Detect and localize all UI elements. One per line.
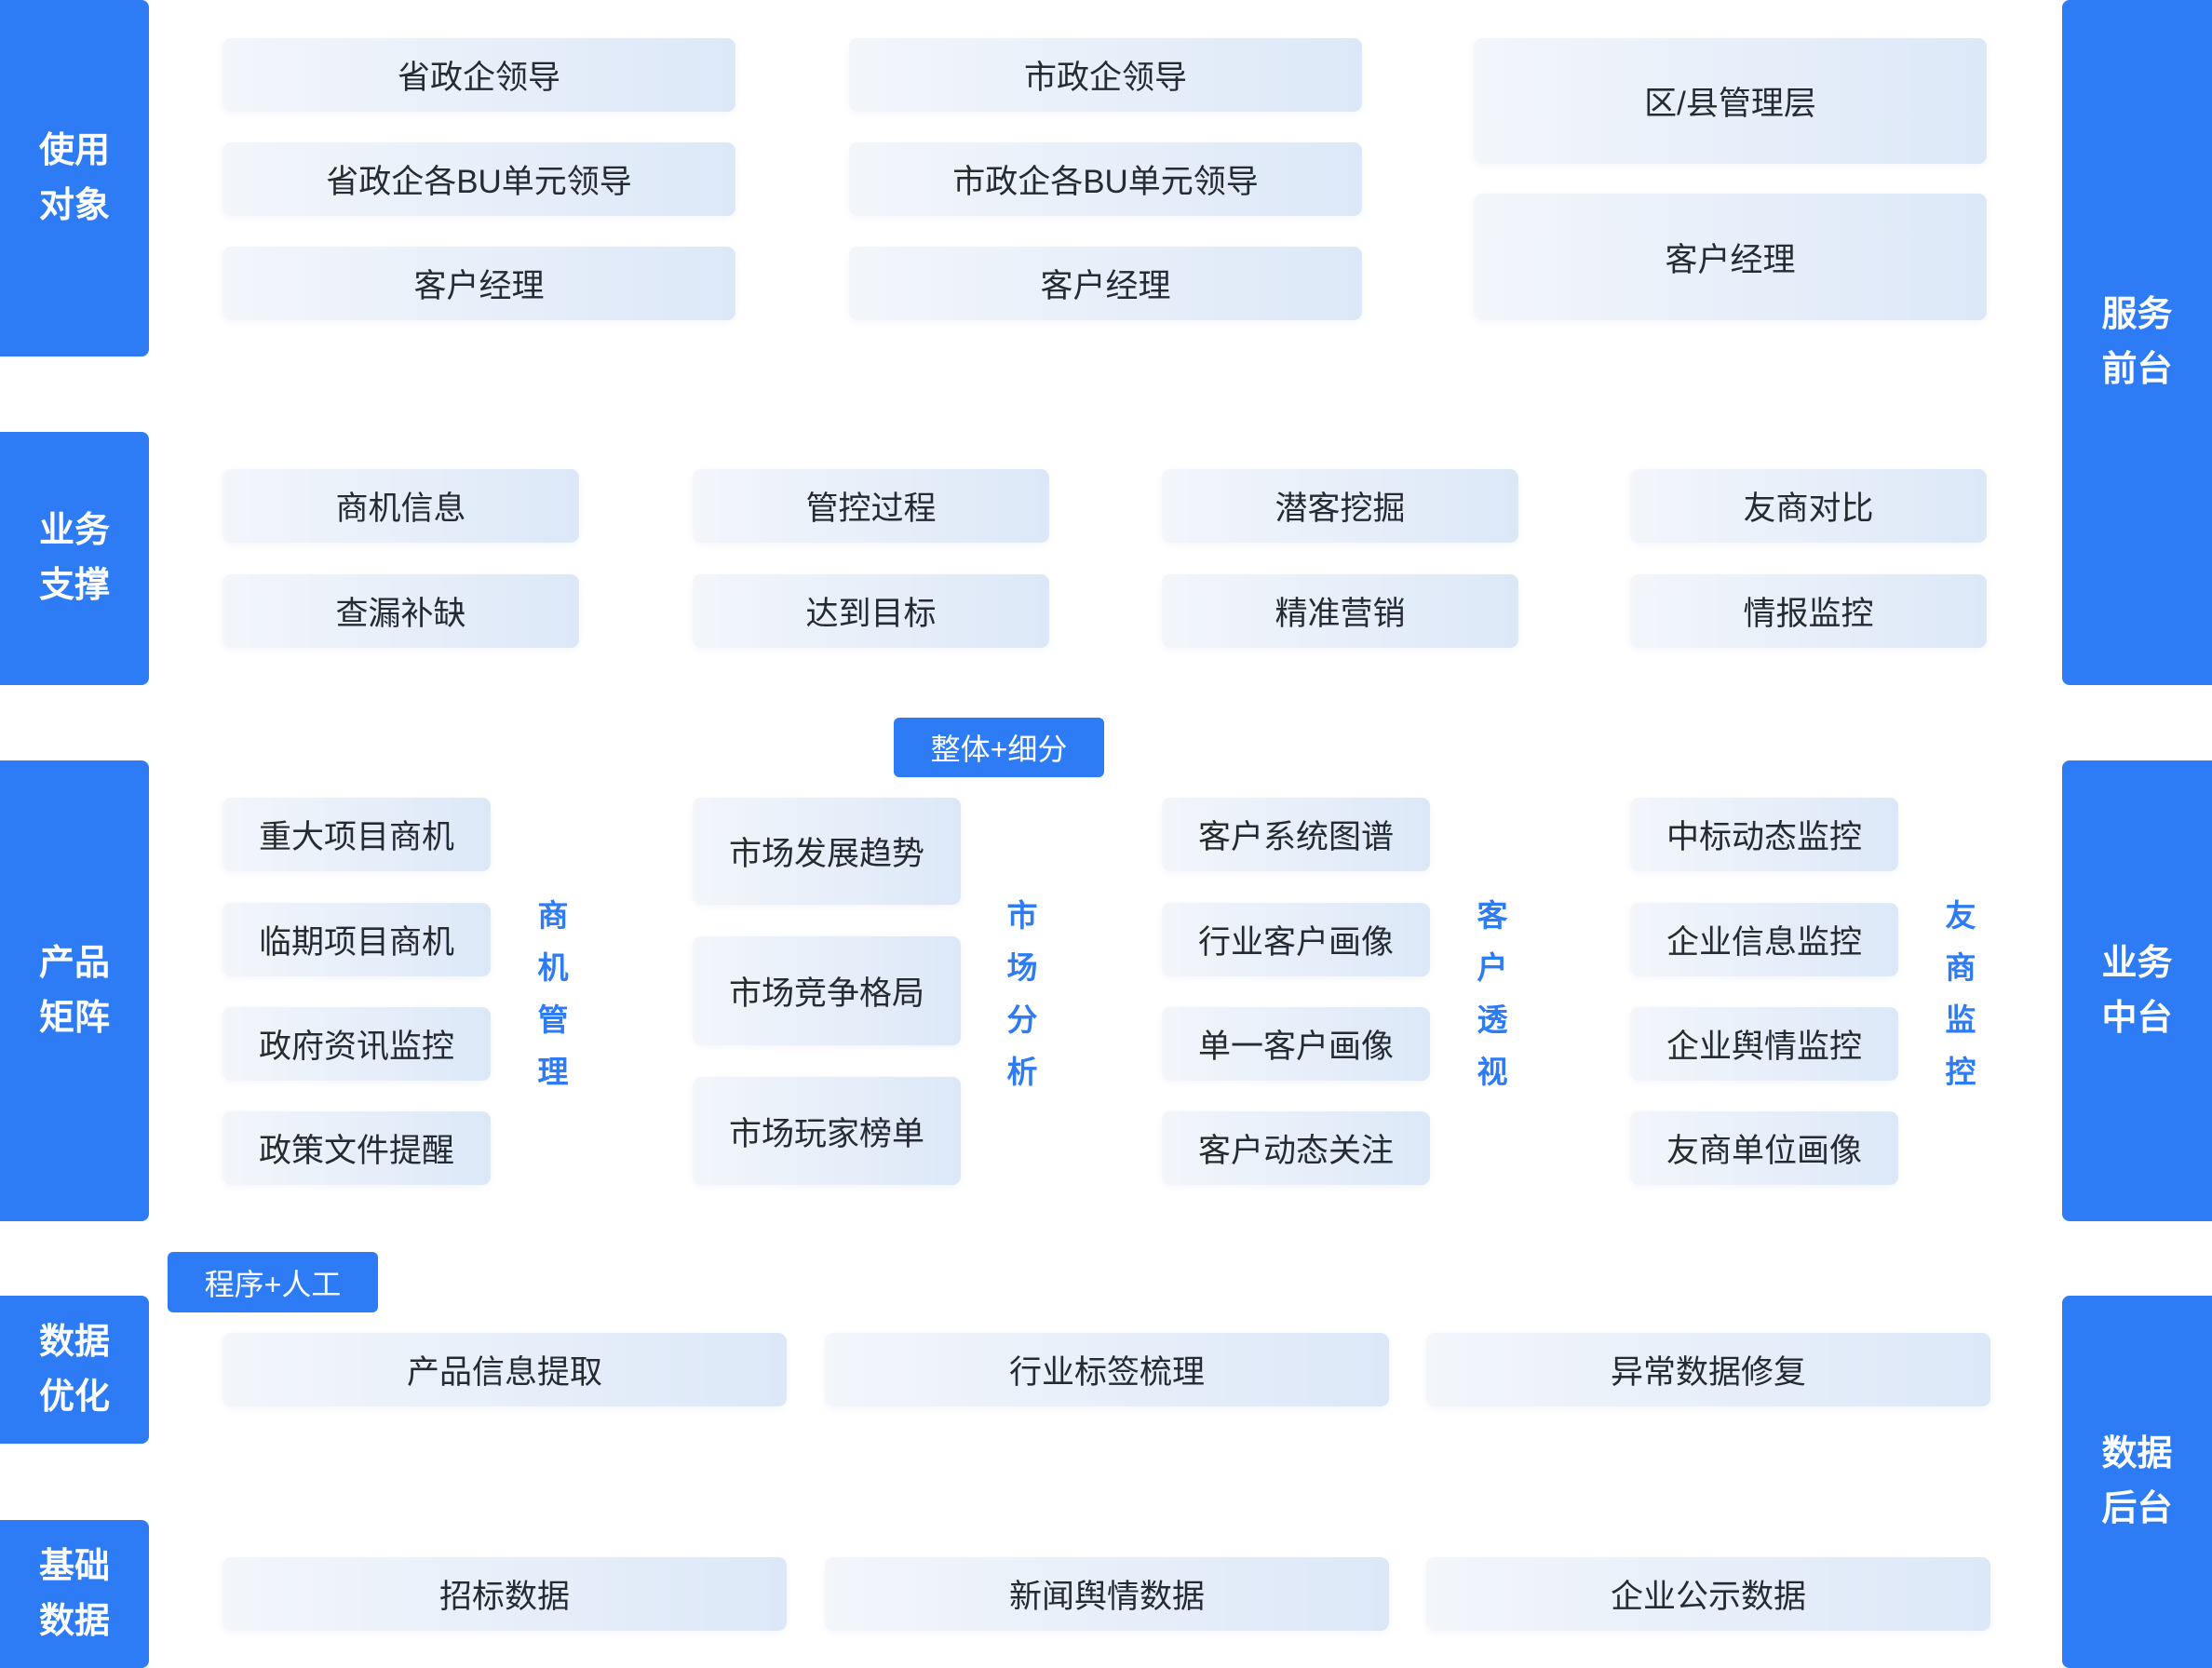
user-box-provincial-leader: 省政企领导 <box>223 38 735 112</box>
right-label-service-front-line1: 服务 <box>2101 295 2173 334</box>
support-box: 精准营销 <box>1162 574 1518 648</box>
badge-program-manual: 程序+人工 <box>168 1252 378 1312</box>
left-label-users-line2: 对象 <box>38 185 110 225</box>
left-label-data-optimization-line2: 优化 <box>38 1377 110 1417</box>
product-box-competitor: 中标动态监控 <box>1630 798 1898 871</box>
left-label-users: 使用 对象 <box>0 0 149 356</box>
left-label-business-support-line1: 业务 <box>38 511 110 550</box>
user-box-city-account-manager: 客户经理 <box>849 247 1362 320</box>
product-box-customer: 行业客户画像 <box>1162 903 1430 976</box>
left-label-product-matrix-line2: 矩阵 <box>38 998 110 1038</box>
right-label-business-middle: 业务 中台 <box>2062 760 2212 1221</box>
base-data-box: 招标数据 <box>223 1557 787 1631</box>
left-label-data-optimization-line1: 数据 <box>38 1322 110 1362</box>
left-label-data-optimization: 数据 优化 <box>0 1296 149 1444</box>
right-label-service-front: 服务 前台 <box>2062 0 2212 685</box>
product-box-customer: 客户系统图谱 <box>1162 798 1430 871</box>
support-box: 友商对比 <box>1630 469 1987 543</box>
product-box-competitor: 企业舆情监控 <box>1630 1007 1898 1081</box>
group-title-market-analysis: 市场分析 <box>1003 899 1037 1108</box>
product-box-customer: 客户动态关注 <box>1162 1111 1430 1185</box>
user-box-provincial-bu-leader: 省政企各BU单元领导 <box>223 142 735 216</box>
user-box-district-account-manager: 客户经理 <box>1474 194 1987 320</box>
right-label-business-middle-line2: 中台 <box>2101 998 2173 1038</box>
user-box-city-leader: 市政企领导 <box>849 38 1362 112</box>
support-box: 管控过程 <box>693 469 1049 543</box>
right-label-data-back: 数据 后台 <box>2062 1296 2212 1668</box>
support-box: 情报监控 <box>1630 574 1987 648</box>
data-optimization-box: 产品信息提取 <box>223 1333 787 1406</box>
support-box: 商机信息 <box>223 469 579 543</box>
support-box: 查漏补缺 <box>223 574 579 648</box>
group-title-customer-insight: 客户透视 <box>1473 899 1507 1108</box>
base-data-box: 企业公示数据 <box>1426 1557 1990 1631</box>
right-label-data-back-line2: 后台 <box>2101 1489 2173 1528</box>
user-box-city-bu-leader: 市政企各BU单元领导 <box>849 142 1362 216</box>
data-optimization-box: 行业标签梳理 <box>825 1333 1389 1406</box>
right-label-data-back-line1: 数据 <box>2101 1434 2173 1473</box>
left-label-base-data-line1: 基础 <box>38 1546 110 1586</box>
product-box-competitor: 友商单位画像 <box>1630 1111 1898 1185</box>
left-label-business-support: 业务 支撑 <box>0 432 149 685</box>
right-label-service-front-line2: 前台 <box>2101 350 2173 389</box>
product-box-opportunity: 政府资讯监控 <box>223 1007 491 1081</box>
user-box-district-management: 区/县管理层 <box>1474 38 1987 164</box>
product-box-market: 市场发展趋势 <box>693 798 961 905</box>
left-label-base-data-line2: 数据 <box>38 1601 110 1641</box>
left-label-users-line1: 使用 <box>38 130 110 170</box>
support-box: 达到目标 <box>693 574 1049 648</box>
badge-overall-segment: 整体+细分 <box>894 718 1104 777</box>
product-box-opportunity: 重大项目商机 <box>223 798 491 871</box>
user-box-provincial-account-manager: 客户经理 <box>223 247 735 320</box>
data-optimization-box: 异常数据修复 <box>1426 1333 1990 1406</box>
base-data-box: 新闻舆情数据 <box>825 1557 1389 1631</box>
left-label-base-data: 基础 数据 <box>0 1520 149 1668</box>
left-label-product-matrix: 产品 矩阵 <box>0 760 149 1221</box>
support-box: 潜客挖掘 <box>1162 469 1518 543</box>
product-box-market: 市场竞争格局 <box>693 936 961 1045</box>
product-box-customer: 单一客户画像 <box>1162 1007 1430 1081</box>
product-box-opportunity: 政策文件提醒 <box>223 1111 491 1185</box>
group-title-opportunity-management: 商机管理 <box>533 899 568 1108</box>
product-box-competitor: 企业信息监控 <box>1630 903 1898 976</box>
left-label-business-support-line2: 支撑 <box>38 566 110 605</box>
left-label-product-matrix-line1: 产品 <box>38 943 110 983</box>
product-box-market: 市场玩家榜单 <box>693 1077 961 1185</box>
group-title-competitor-monitoring: 友商监控 <box>1941 899 1976 1108</box>
right-label-business-middle-line1: 业务 <box>2101 943 2173 983</box>
product-box-opportunity: 临期项目商机 <box>223 903 491 976</box>
